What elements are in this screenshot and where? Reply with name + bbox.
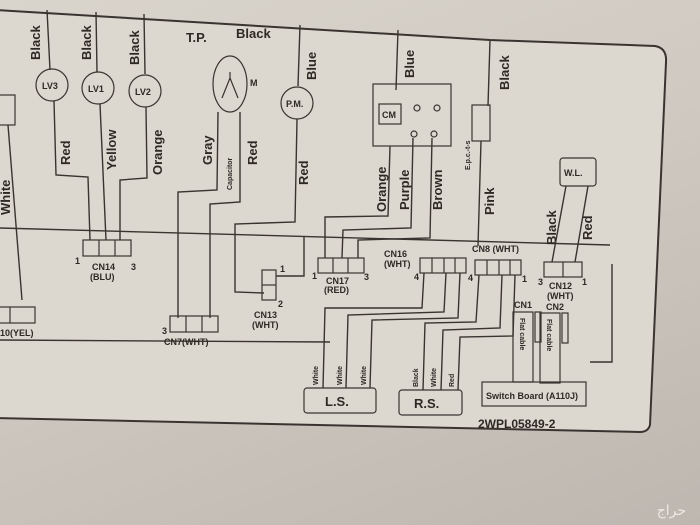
switch-board: CN1 CN2 Flat cable Flat cable Switch Boa…: [481, 300, 587, 407]
svg-text:Flat cable: Flat cable: [545, 319, 552, 351]
svg-text:P.M.: P.M.: [286, 99, 303, 109]
svg-text:Switch Board (A110J): Switch Board (A110J): [486, 391, 578, 401]
connector-cn10: 10(YEL): [0, 306, 36, 338]
svg-text:T.P.: T.P.: [186, 30, 207, 45]
water-level-sensor: W.L. Black Red: [544, 157, 597, 263]
svg-text:CN17: CN17: [326, 276, 349, 286]
svg-text:3: 3: [364, 272, 369, 282]
svg-text:3: 3: [538, 277, 543, 287]
safety-switch: Black E.p.c.-t-s Pink: [465, 39, 512, 247]
connector-cn13: 1 2 CN13(WHT): [252, 236, 305, 330]
svg-text:Black: Black: [127, 30, 142, 65]
svg-text:Gray: Gray: [200, 135, 215, 165]
connector-cn17: 1 3 CN17(RED): [312, 257, 369, 295]
svg-text:(RED): (RED): [324, 285, 349, 295]
connector-cn14: 1 3 CN14(BLU): [75, 239, 136, 282]
lv1-valve: LV1 Black Yellow: [79, 11, 119, 241]
left-component: [0, 94, 16, 126]
svg-text:Purple: Purple: [397, 170, 412, 210]
svg-text:(WHT): (WHT): [252, 320, 279, 330]
svg-text:Flat cable: Flat cable: [518, 318, 525, 350]
svg-text:Pink: Pink: [482, 187, 497, 215]
svg-text:White: White: [337, 366, 344, 385]
svg-text:3: 3: [131, 262, 136, 272]
svg-text:Red: Red: [296, 160, 311, 185]
svg-text:1: 1: [522, 274, 527, 284]
svg-text:Blue: Blue: [304, 52, 319, 80]
svg-text:Black: Black: [544, 210, 559, 245]
svg-text:4: 4: [468, 273, 473, 283]
svg-text:(BLU): (BLU): [90, 272, 115, 282]
drain-motor: T.P. Black M Gray Capacitor Red: [177, 26, 271, 318]
rs-component: Black White Red R.S.: [398, 368, 463, 416]
svg-text:(WHT): (WHT): [547, 291, 574, 301]
connector-cn7: 3 CN7(WHT): [162, 315, 219, 347]
svg-text:CM: CM: [382, 110, 396, 120]
svg-text:10(YEL): 10(YEL): [0, 328, 34, 338]
svg-text:Black: Black: [28, 25, 43, 60]
ls-component: White White White L.S.: [303, 366, 377, 414]
svg-text:White: White: [313, 366, 320, 385]
svg-text:CN12: CN12: [549, 281, 572, 291]
svg-text:Blue: Blue: [402, 50, 417, 78]
svg-text:1: 1: [582, 277, 587, 287]
svg-text:Black: Black: [497, 55, 512, 90]
svg-text:M: M: [250, 78, 258, 88]
svg-text:White: White: [431, 368, 438, 387]
connector-cn16: CN16(WHT) 4: [384, 249, 467, 282]
connector-cn12: 3 1 CN12(WHT): [538, 261, 587, 301]
lv2-valve: LV2 Black Orange: [119, 13, 165, 240]
svg-text:Yellow: Yellow: [104, 129, 119, 170]
pump-motor: P.M. Blue Red: [234, 24, 319, 294]
connector-cn8-label: CN8 (WHT): [472, 244, 519, 254]
svg-text:CN1: CN1: [514, 300, 532, 310]
label-plate: [0, 9, 668, 434]
svg-text:1: 1: [280, 264, 285, 274]
svg-text:LV1: LV1: [88, 84, 104, 94]
lv3-valve: LV3 Black Red: [28, 9, 91, 241]
svg-text:CN13: CN13: [254, 310, 277, 320]
svg-text:LV3: LV3: [42, 81, 58, 91]
svg-text:Orange: Orange: [150, 129, 165, 175]
svg-text:L.S.: L.S.: [325, 394, 349, 409]
part-number: 2WPL05849-2: [478, 417, 556, 431]
svg-text:Black: Black: [79, 25, 94, 60]
svg-text:Red: Red: [580, 215, 595, 240]
svg-text:Capacitor: Capacitor: [227, 157, 234, 190]
wire-label: White: [0, 180, 13, 215]
svg-text:Red: Red: [58, 140, 73, 165]
svg-text:R.S.: R.S.: [414, 396, 439, 411]
watermark-logo: حراج: [656, 502, 686, 518]
cm-unit: CM Blue Orange Purple Brown: [324, 29, 452, 259]
svg-text:Red: Red: [245, 140, 260, 165]
svg-text:CN2: CN2: [546, 302, 564, 312]
svg-text:LV2: LV2: [135, 87, 151, 97]
svg-text:CN7(WHT): CN7(WHT): [164, 337, 209, 347]
svg-text:1: 1: [312, 271, 317, 281]
svg-text:Red: Red: [449, 374, 456, 387]
svg-text:3: 3: [162, 326, 167, 336]
svg-text:4: 4: [414, 272, 419, 282]
svg-text:W.L.: W.L.: [564, 168, 583, 178]
svg-text:CN14: CN14: [92, 262, 115, 272]
svg-text:Black: Black: [413, 368, 420, 387]
svg-text:2: 2: [278, 299, 283, 309]
svg-text:CN16: CN16: [384, 249, 407, 259]
svg-text:(WHT): (WHT): [384, 259, 411, 269]
svg-text:Brown: Brown: [430, 170, 445, 211]
svg-text:White: White: [361, 366, 368, 385]
svg-text:Orange: Orange: [374, 166, 389, 212]
svg-text:E.p.c.-t-s: E.p.c.-t-s: [465, 140, 472, 170]
svg-text:1: 1: [75, 256, 80, 266]
svg-text:Black: Black: [236, 26, 271, 41]
